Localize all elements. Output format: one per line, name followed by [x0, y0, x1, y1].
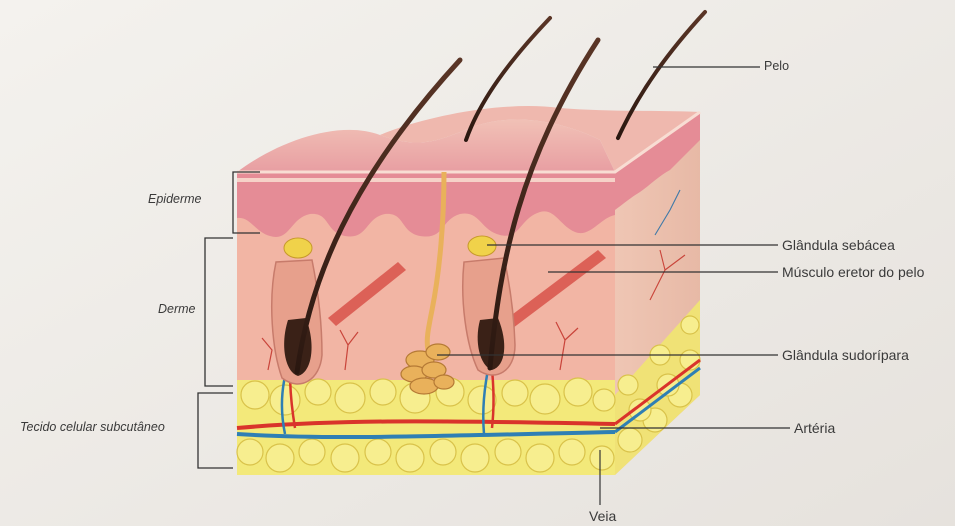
label-pelo: Pelo [764, 59, 789, 73]
label-arteria: Artéria [794, 420, 835, 436]
label-derme: Derme [158, 302, 196, 316]
label-epiderme: Epiderme [148, 192, 202, 206]
label-glandula-sebacea: Glândula sebácea [782, 237, 895, 253]
label-veia: Veia [589, 508, 616, 524]
sebaceous-gland-left [284, 238, 312, 258]
label-tecido-subcutaneo: Tecido celular subcutâneo [20, 420, 165, 434]
sebaceous-gland-right [468, 236, 496, 256]
label-glandula-sudoripara: Glândula sudorípara [782, 347, 909, 363]
label-musculo-eretor: Músculo eretor do pelo [782, 264, 924, 280]
